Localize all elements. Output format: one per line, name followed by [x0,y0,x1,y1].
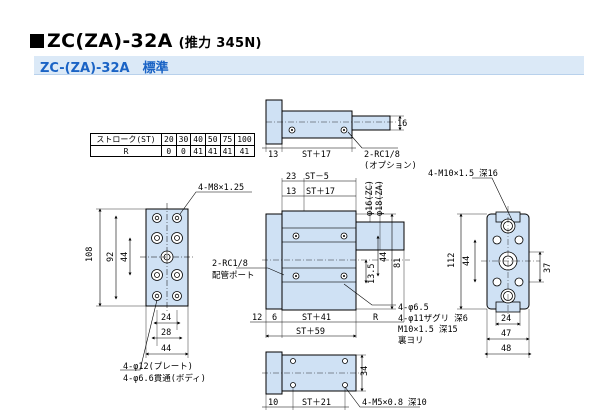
dim-10: 10 [268,398,278,408]
dim-34: 34 [360,366,370,376]
bottom-view [262,351,420,410]
r-row: R 0 0 41 41 41 41 [90,145,255,157]
label-phi65: 4-φ6.5 [398,303,429,313]
dim-r: R [373,313,379,323]
dim-44c: 44 [379,252,389,262]
subtitle-text: ZC-(ZA)-32A 標準 [40,61,169,76]
label-rc18-top: 2-RC1/8 [364,150,400,160]
rear-view [457,177,544,358]
top-body [281,110,353,139]
dim-24a: 24 [161,313,171,323]
dim-47: 47 [501,329,511,339]
top-view [262,99,404,152]
subtitle-bar: ZC-(ZA)-32A 標準 [34,56,584,76]
label-back: 裏ヨリ [398,335,424,346]
label-m10-side: M10×1.5 深15 [398,325,458,335]
dim-92: 92 [106,252,116,262]
label-option: (オプション) [364,161,417,171]
r-cell: 0 [161,145,177,157]
title-square-icon [30,34,44,48]
dim-13b: 13 [286,187,296,197]
dim-23: 23 [286,172,296,182]
dim-st17b: ST＋17 [306,187,335,197]
label-phi16: φ16(ZC) [365,180,375,216]
dim-st-minus5: ST－5 [305,172,329,182]
label-rc18-side: 2-RC1/8 [212,259,248,269]
side-body [281,210,357,311]
label-phi18: φ18(ZA) [375,180,385,216]
dim-6: 6 [272,313,277,323]
dim-top-st17: ST＋17 [302,150,331,160]
dim-81: 81 [393,258,403,268]
dim-48: 48 [501,344,511,354]
dim-13-5: 13.5 [367,264,377,284]
dim-top-16: 16 [397,119,407,129]
label-plate-hole: 4-φ12(プレート) [123,362,193,372]
label-phi11: 4-φ11ザグリ 深6 [398,313,468,324]
title-model: ZC(ZA)-32A [47,30,173,52]
dim-st41: ST＋41 [302,313,331,323]
top-rod [351,115,391,131]
dim-44a: 44 [120,252,130,262]
label-body-hole: 4-φ6.6貫通(ボディ) [123,373,206,384]
side-view [236,178,410,338]
r-header: R [90,145,162,157]
page-title: ZC(ZA)-32A (推力 345N) [30,30,262,52]
dim-12: 12 [252,313,262,323]
front-view [96,191,252,371]
dim-112: 112 [447,253,457,268]
label-piping: 配管ポート [212,270,255,281]
side-plate [265,213,283,310]
title-thrust: (推力 345N) [178,36,262,51]
dim-st21: ST＋21 [302,398,331,408]
dim-44d: 44 [462,256,472,266]
r-cell: 41 [190,145,206,157]
dim-108: 108 [85,247,95,262]
stroke-table: ストローク(ST) 20 30 40 50 75 100 R 0 0 41 41… [90,133,255,157]
label-m8: 4-M8×1.25 [198,183,244,193]
label-m5: 4-M5×0.8 深10 [362,398,427,408]
dim-28: 28 [161,328,171,338]
dim-37: 37 [543,263,553,273]
label-m10-right: 4-M10×1.5 深16 [428,169,498,179]
dim-24b: 24 [501,314,511,324]
dim-st59: ST＋59 [296,327,325,337]
dim-44b: 44 [161,344,171,354]
r-cell: 41 [234,145,255,157]
dim-top-13: 13 [268,150,278,160]
